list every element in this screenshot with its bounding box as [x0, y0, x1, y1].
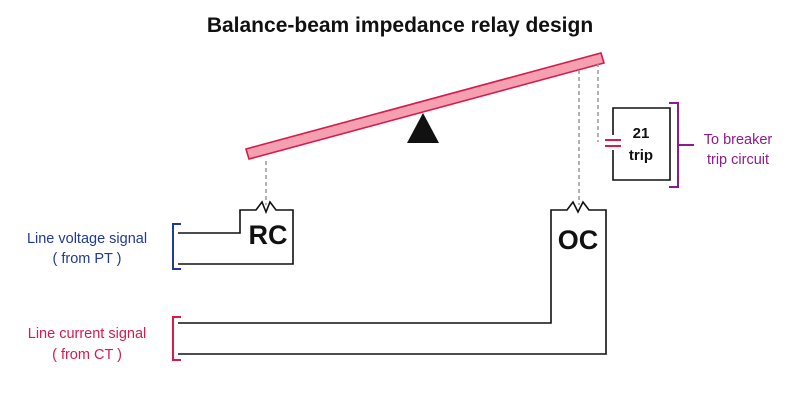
diagram-title: Balance-beam impedance relay design [207, 14, 593, 37]
trip-device-text: trip [629, 147, 653, 164]
breaker-label: To breaker [704, 132, 773, 148]
trip-device-number: 21 [633, 125, 650, 142]
oc-coil-wiring [178, 200, 607, 355]
fulcrum-triangle [407, 113, 439, 143]
voltage-signal-label: Line voltage signal [27, 231, 147, 247]
oc-coil-label: OC [558, 225, 599, 255]
trip-contact-box [612, 107, 671, 181]
balance-beam [244, 52, 606, 160]
current-source-label: ( from CT ) [52, 347, 122, 363]
breaker-circuit-label: trip circuit [707, 152, 769, 168]
voltage-bracket [172, 223, 181, 270]
voltage-source-label: ( from PT ) [52, 251, 121, 267]
rc-coil-label: RC [249, 220, 288, 250]
rc-coil-wiring [178, 200, 294, 265]
current-signal-label: Line current signal [28, 326, 147, 342]
current-bracket [172, 316, 181, 361]
